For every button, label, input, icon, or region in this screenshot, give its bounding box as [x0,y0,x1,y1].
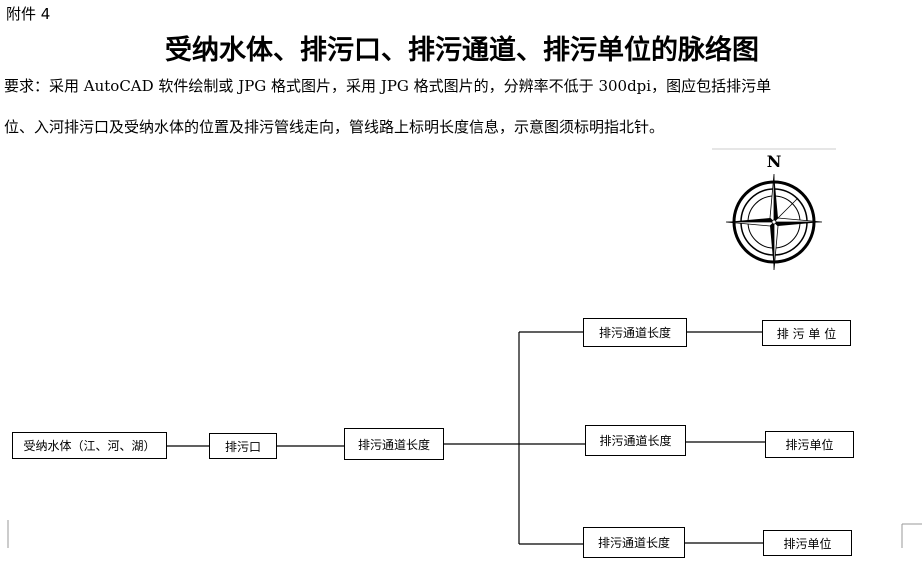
corner-mark-left [7,520,9,548]
page-title: 受纳水体、排污口、排污通道、排污单位的脉络图 [165,35,759,66]
branch-3-unit-box: 排污单位 [763,530,852,556]
branch-1-unit-box: 排 污 单 位 [762,320,851,346]
receiving-water-label: 受纳水体（江、河、湖） [23,439,156,453]
branch-3-unit-label: 排污单位 [783,536,832,551]
compass-icon: N [712,148,836,271]
branch-2-channel-label: 排污通道长度 [599,434,672,448]
branch-2-unit-box: 排污单位 [765,431,854,458]
branch-3-channel-label: 排污通道长度 [597,536,670,550]
main-channel-label: 排污通道长度 [357,437,430,452]
corner-mark-right [901,523,922,548]
receiving-water-box: 受纳水体（江、河、湖） [12,432,167,459]
branch-2-channel-box: 排污通道长度 [585,425,686,456]
main-channel-box: 排污通道长度 [344,428,444,460]
compass-north-label: N [767,152,782,171]
branch-2-unit-label: 排污单位 [785,438,834,452]
branch-1-channel-box: 排污通道长度 [583,318,687,347]
branch-3-channel-box: 排污通道长度 [583,527,685,558]
annex-label: 附件 4 [6,5,51,23]
branch-1-channel-label: 排污通道长度 [598,326,671,340]
outfall-box: 排污口 [209,433,277,459]
branch-1-unit-label: 排 污 单 位 [776,326,837,341]
outfall-label: 排污口 [224,439,261,454]
requirements-line-2: 位、入河排污口及受纳水体的位置及排污管线走向，管线路上标明长度信息，示意图须标明… [4,118,665,136]
requirements-line-1: 要求：采用 AutoCAD 软件绘制或 JPG 格式图片，采用 JPG 格式图片… [4,77,772,95]
